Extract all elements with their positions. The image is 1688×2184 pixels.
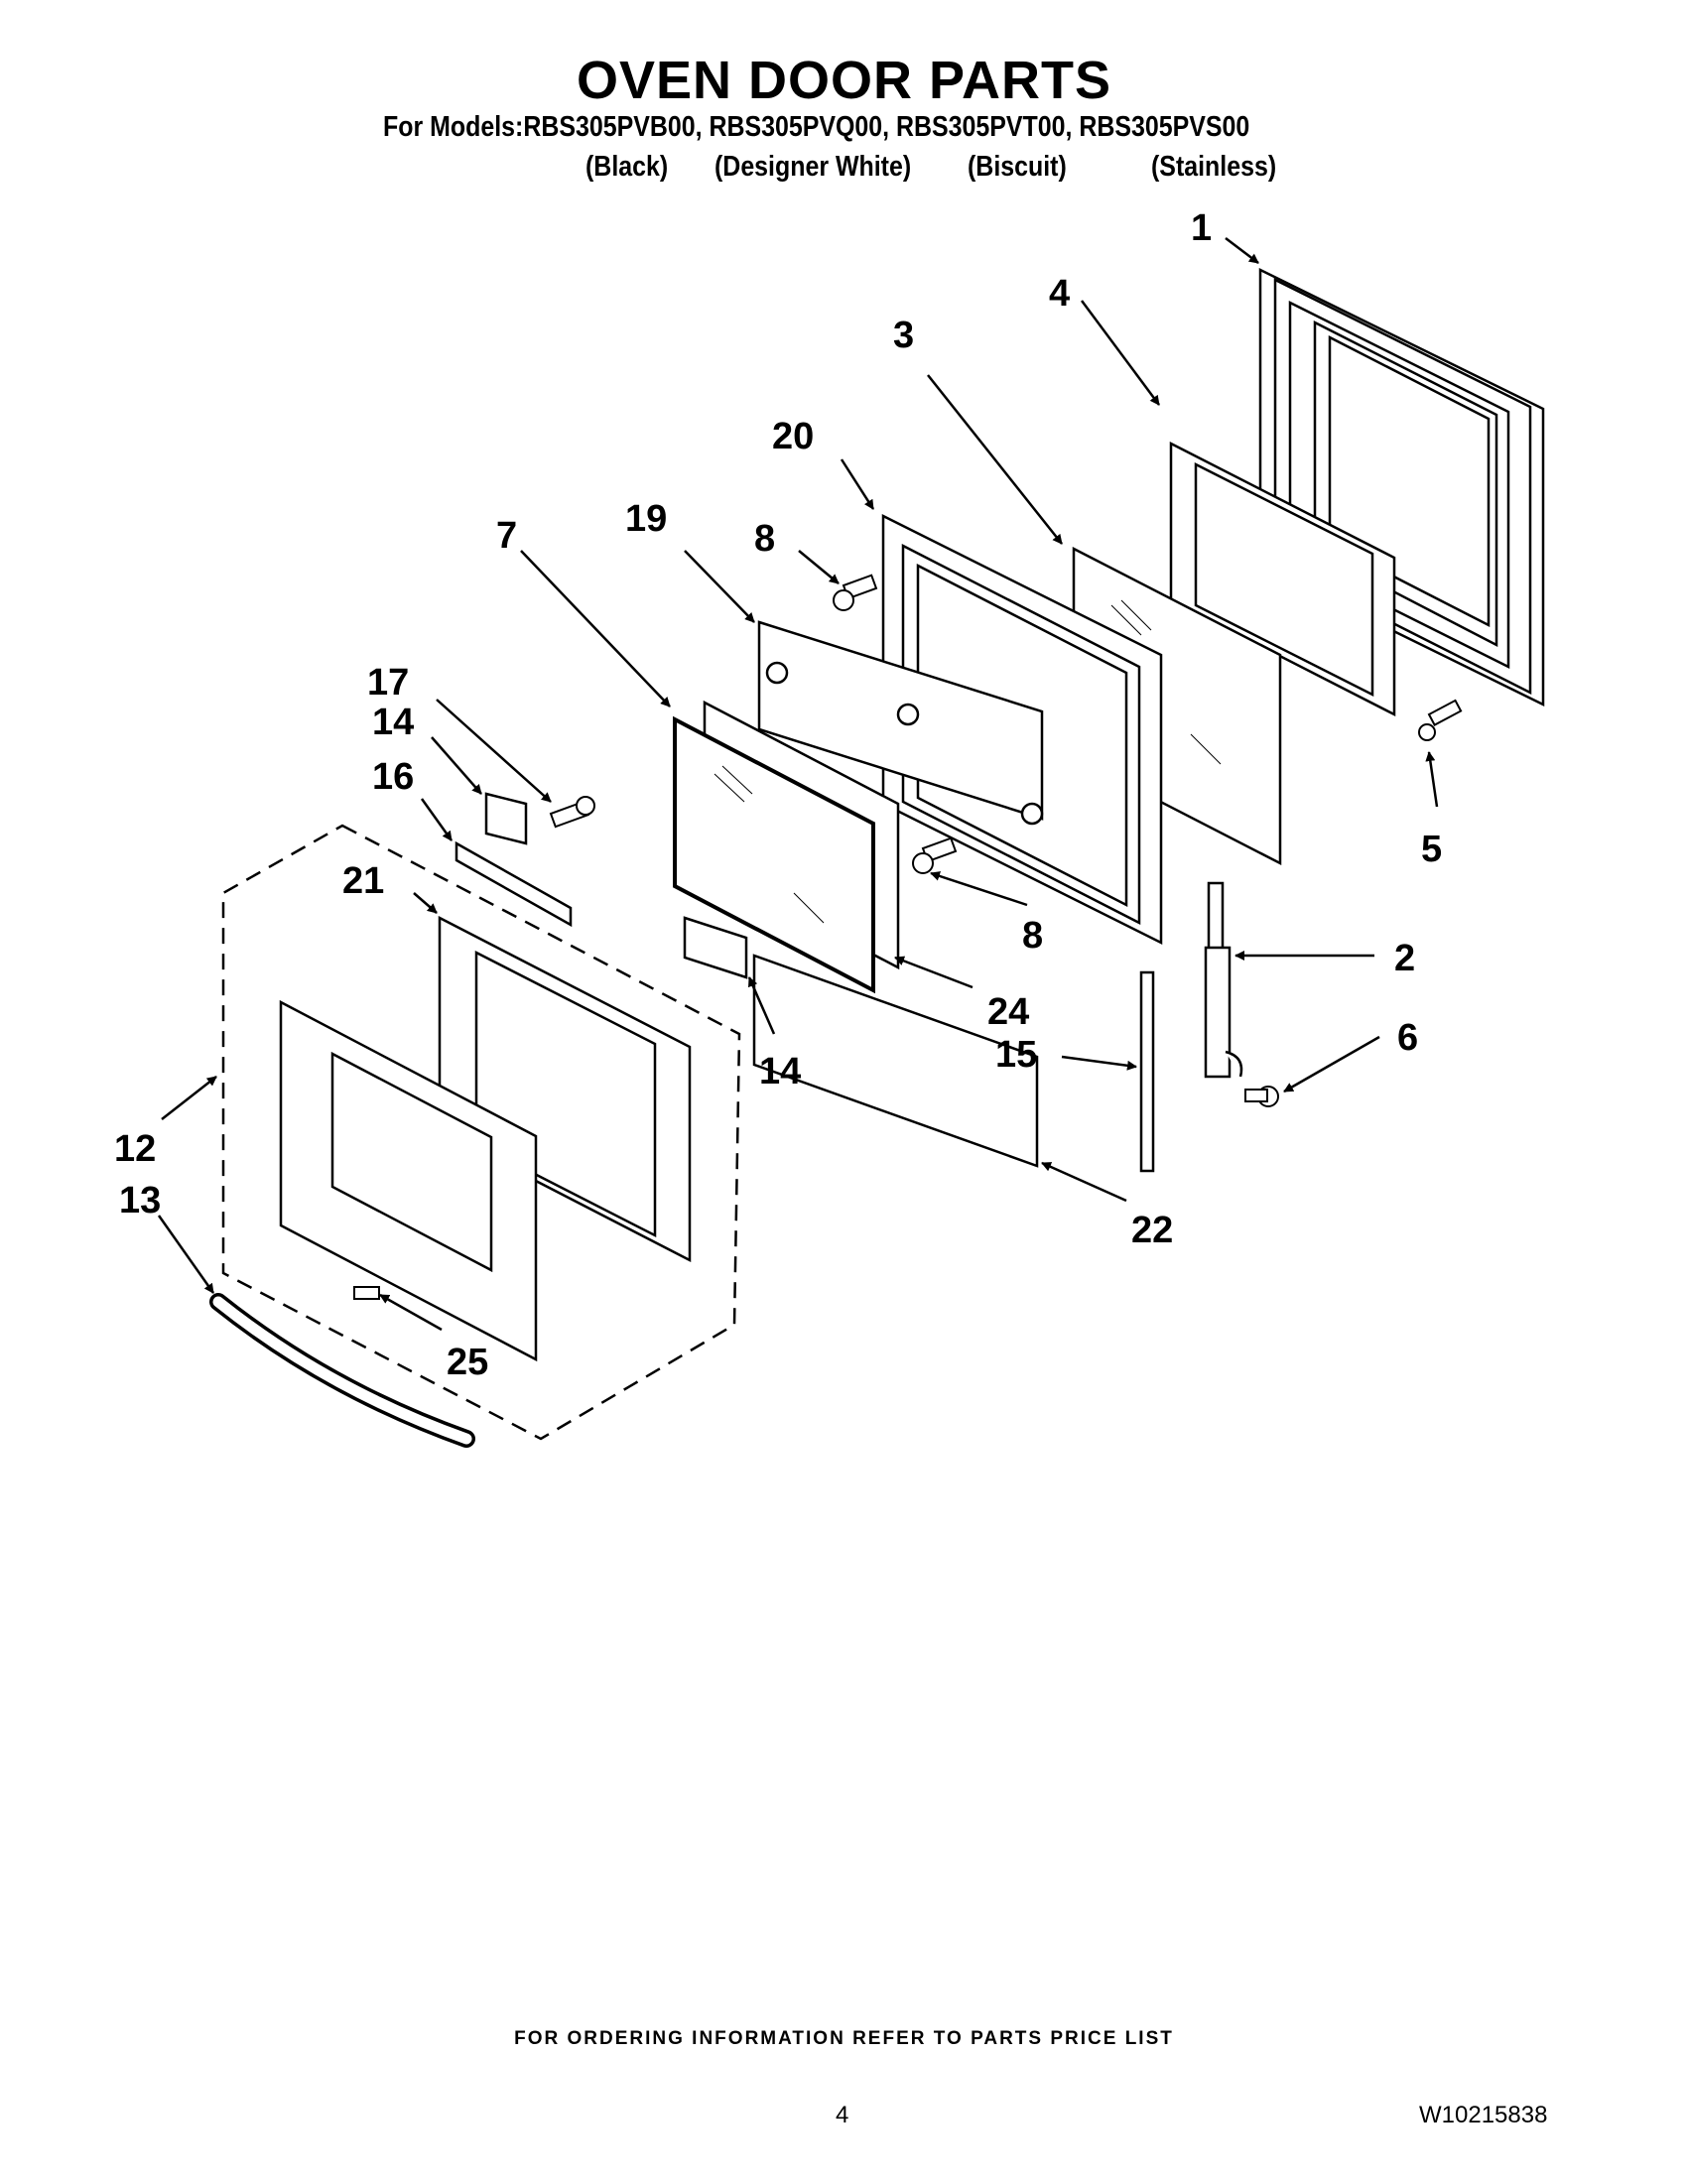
- document-number: W10215838: [1419, 2102, 1548, 2128]
- callout-3: 3: [893, 315, 914, 356]
- callout-13: 13: [119, 1180, 161, 1221]
- callout-22: 22: [1131, 1210, 1173, 1251]
- callout-6: 6: [1397, 1017, 1418, 1059]
- part-19-baffle: [757, 620, 1044, 826]
- callout-1: 1: [1191, 207, 1212, 249]
- part-22-bottom-trim: [752, 954, 1039, 1168]
- callout-7: 7: [496, 515, 517, 557]
- ordering-note: FOR ORDERING INFORMATION REFER TO PARTS …: [514, 2028, 1174, 2049]
- callout-4: 4: [1049, 273, 1070, 315]
- page-title: OVEN DOOR PARTS: [576, 51, 1112, 110]
- callout-8-lower: 8: [1022, 915, 1043, 957]
- part-2-hinge: [1204, 881, 1243, 1079]
- part-5-screw: [1418, 699, 1463, 741]
- models-line: For Models:RBS305PVB00, RBS305PVQ00, RBS…: [383, 111, 1250, 143]
- variant-black: (Black): [585, 151, 669, 183]
- callout-14-lower: 14: [759, 1051, 801, 1092]
- callout-21: 21: [342, 860, 384, 902]
- leader-arrows: [157, 237, 1439, 1332]
- part-8-screw-upper: [833, 574, 878, 611]
- part-7-glass-pane: [673, 715, 875, 994]
- variant-biscuit: (Biscuit): [968, 151, 1067, 183]
- callout-14-upper: 14: [372, 702, 414, 743]
- part-12-assembly-outline: [221, 824, 741, 1441]
- outer-glass-panel: [279, 999, 538, 1362]
- callout-16: 16: [372, 756, 414, 798]
- part-4-gasket-frame: [1169, 441, 1396, 717]
- callout-25: 25: [447, 1342, 488, 1383]
- variant-stainless: (Stainless): [1151, 151, 1277, 183]
- page-number: 4: [836, 2102, 849, 2128]
- part-8-screw-lower: [912, 836, 958, 874]
- callout-24: 24: [987, 991, 1029, 1033]
- callout-12: 12: [114, 1128, 156, 1170]
- part-25-badge: [353, 1286, 380, 1300]
- part-16-strip: [454, 840, 573, 928]
- callout-15: 15: [995, 1034, 1037, 1076]
- callout-2: 2: [1394, 938, 1415, 979]
- callout-8-upper: 8: [754, 518, 775, 560]
- part-14-bracket-upper: [484, 792, 528, 845]
- callout-5: 5: [1421, 829, 1442, 870]
- variant-designer-white: (Designer White): [714, 151, 912, 183]
- part-15-hinge-bracket: [1139, 970, 1155, 1173]
- callout-20: 20: [772, 416, 814, 457]
- callout-17: 17: [367, 662, 409, 704]
- callout-19: 19: [625, 498, 667, 540]
- part-17-screw: [549, 796, 595, 829]
- part-14-bracket-lower: [683, 916, 748, 979]
- part-6-screw: [1244, 1086, 1279, 1107]
